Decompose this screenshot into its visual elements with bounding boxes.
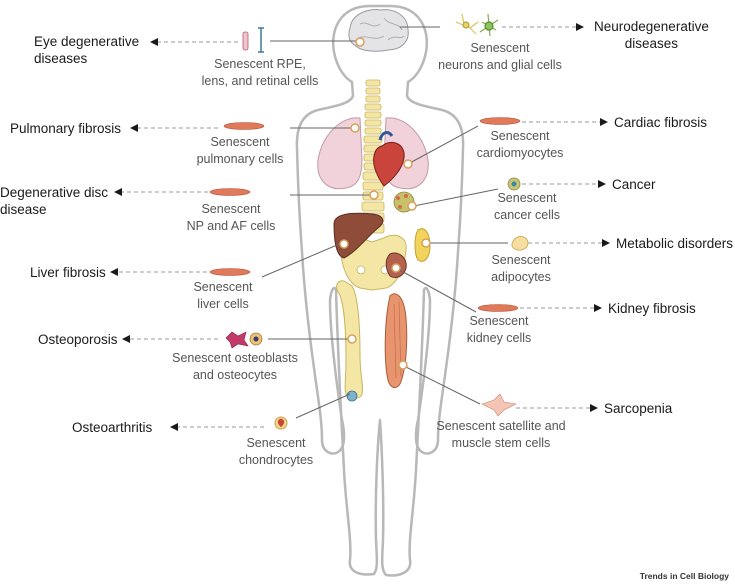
- disease-liver-fibrosis: Liver fibrosis: [30, 264, 106, 281]
- heart: [373, 142, 405, 187]
- cell-label-rpe: Senescent RPE, lens, and retinal cells: [185, 56, 335, 90]
- cell-label-neurons: Senescent neurons and glial cells: [425, 40, 575, 74]
- cell-label-liver: Senescent liver cells: [168, 279, 278, 313]
- chondrocyte-icon: [274, 416, 288, 430]
- left-lung: [317, 117, 363, 190]
- cell-line: chondrocytes: [238, 453, 314, 467]
- satellite-cell-icon: [481, 393, 517, 417]
- disease-line: Osteoporosis: [38, 332, 118, 347]
- disease-kidney-fibrosis: Kidney fibrosis: [608, 300, 696, 317]
- cell-label-osteo: Senescent osteoblasts and osteocytes: [160, 350, 310, 384]
- cell-line: lens, and retinal cells: [201, 74, 319, 88]
- disease-line: Cancer: [612, 177, 656, 192]
- disease-line: diseases: [34, 51, 88, 66]
- cancer-cell-icon: [507, 177, 521, 191]
- disease-line: Eye degenerative: [34, 34, 140, 49]
- cell-label-adipocytes: Senescent adipocytes: [466, 252, 576, 286]
- cell-line: Senescent: [210, 135, 270, 149]
- cell-line: Senescent: [193, 280, 253, 294]
- disease-line: Degenerative disc: [0, 185, 109, 200]
- journal-credit: Trends in Cell Biology: [639, 571, 729, 581]
- disease-cardiac-fibrosis: Cardiac fibrosis: [614, 114, 707, 131]
- cell-line: Senescent: [491, 253, 551, 267]
- organ-markers: [339, 37, 431, 370]
- disease-osteoporosis: Osteoporosis: [38, 331, 118, 348]
- cell-line: Senescent: [201, 202, 261, 216]
- disease-line: Pulmonary fibrosis: [10, 121, 122, 136]
- cell-line: Senescent: [246, 436, 306, 450]
- cell-line: muscle stem cells: [451, 436, 551, 450]
- rpe-cell-icon: [242, 27, 264, 53]
- neuron-glia-icon: [455, 13, 499, 37]
- cell-line: Senescent: [497, 191, 557, 205]
- disease-osteoarthritis: Osteoarthritis: [72, 419, 152, 436]
- disease-line: Cardiac fibrosis: [614, 115, 708, 130]
- cell-label-cardiomyocytes: Senescent cardiomyocytes: [460, 128, 580, 162]
- cell-label-chondrocytes: Senescent chondrocytes: [216, 435, 336, 469]
- brain-folds: [357, 17, 405, 41]
- disease-metabolic-disorders: Metabolic disorders: [616, 235, 733, 252]
- cell-label-cancer: Senescent cancer cells: [472, 190, 582, 224]
- cell-line: Senescent satellite and: [436, 419, 566, 433]
- disease-line: Osteoarthritis: [72, 420, 153, 435]
- adipocyte-icon: [511, 236, 529, 251]
- cell-label-satellite: Senescent satellite and muscle stem cell…: [416, 418, 586, 452]
- disease-line: Neurodegenerative: [594, 19, 709, 34]
- dashed-arrows: [116, 26, 602, 428]
- cell-line: Senescent: [469, 314, 529, 328]
- disease-degenerative-disc: Degenerative disc disease: [0, 184, 108, 218]
- knee-cartilage: [346, 390, 358, 402]
- cell-label-np-af: Senescent NP and AF cells: [166, 201, 296, 235]
- cell-line: kidney cells: [466, 331, 532, 345]
- cell-line: cancer cells: [494, 208, 560, 222]
- cell-line: liver cells: [197, 297, 249, 311]
- aorta: [378, 131, 394, 141]
- cell-line: Senescent osteoblasts: [172, 351, 298, 365]
- osteoblast-icon: [225, 331, 263, 349]
- disease-pulmonary-fibrosis: Pulmonary fibrosis: [10, 120, 121, 137]
- arrowheads: [110, 23, 610, 431]
- disease-line: Sarcopenia: [604, 401, 673, 416]
- disease-line: Metabolic disorders: [616, 236, 734, 251]
- disease-cancer: Cancer: [612, 176, 656, 193]
- cell-line: cardiomyocytes: [476, 146, 564, 160]
- cell-line: adipocytes: [491, 270, 551, 284]
- leader-lines: [261, 26, 508, 419]
- cell-line: neurons and glial cells: [438, 58, 562, 72]
- cell-line: NP and AF cells: [186, 219, 276, 233]
- fibroblast-cell-icons: [209, 117, 521, 312]
- disease-line: diseases: [624, 36, 679, 51]
- cell-line: Senescent: [470, 41, 530, 55]
- cell-line: Senescent RPE,: [214, 57, 306, 71]
- cell-line: pulmonary cells: [196, 152, 284, 166]
- disease-neurodegenerative: Neurodegenerative diseases: [594, 18, 709, 52]
- disease-line: Liver fibrosis: [30, 265, 106, 280]
- cell-label-pulmonary: Senescent pulmonary cells: [180, 134, 300, 168]
- cell-line: Senescent: [490, 129, 550, 143]
- disease-line: Kidney fibrosis: [608, 301, 696, 316]
- disease-eye-degenerative: Eye degenerative diseases: [34, 33, 139, 67]
- cell-label-kidney: Senescent kidney cells: [444, 313, 554, 347]
- disease-sarcopenia: Sarcopenia: [604, 400, 672, 417]
- cell-line: and osteocytes: [192, 368, 278, 382]
- disease-line: disease: [0, 202, 47, 217]
